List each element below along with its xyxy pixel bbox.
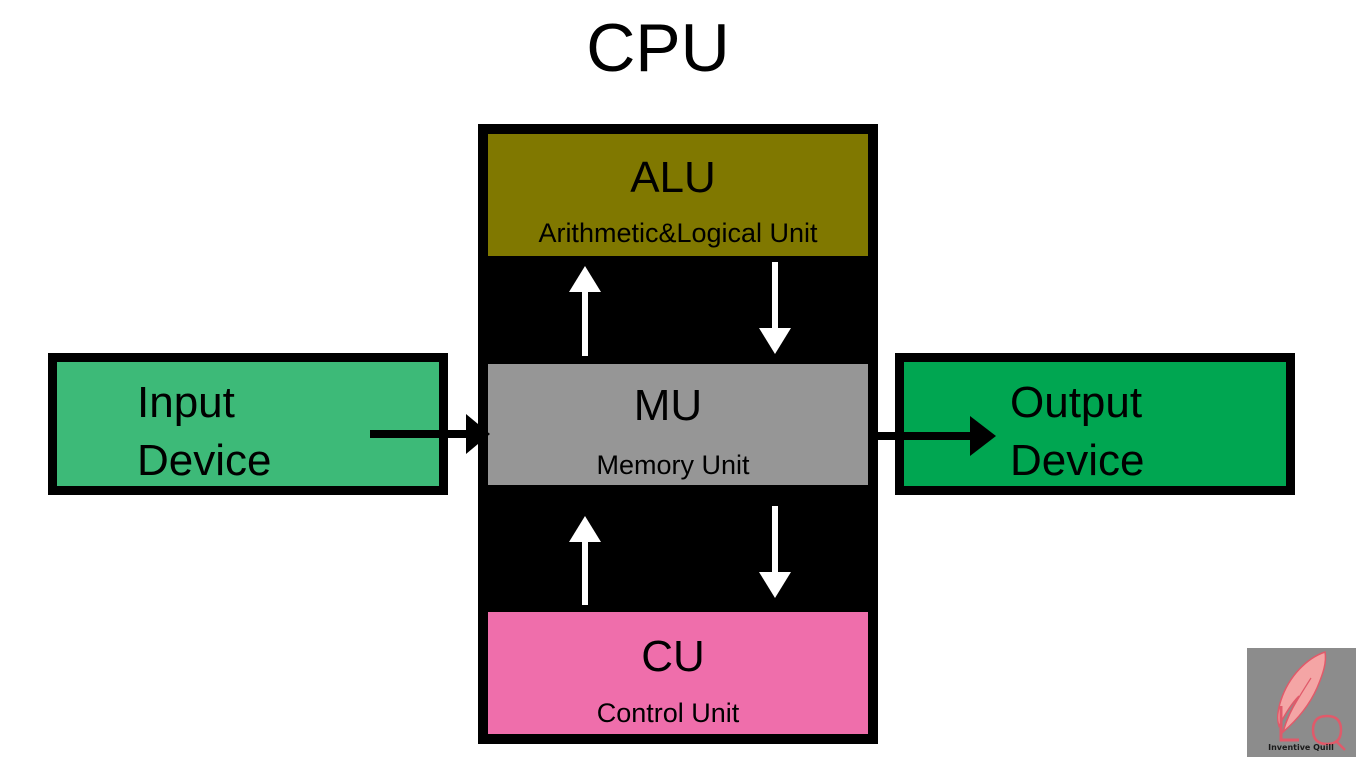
cu-full-name: Control Unit xyxy=(596,698,740,728)
quill-icon: Inventive Quill xyxy=(1268,651,1346,752)
output-device-box: Output Device xyxy=(895,353,1295,495)
output-device-line1: Output xyxy=(1010,378,1143,427)
alu-full-name: Arithmetic&Logical Unit xyxy=(538,218,818,248)
input-device-label: Input Device xyxy=(137,374,272,490)
input-device-line1: Input xyxy=(137,378,235,427)
output-device-line2: Device xyxy=(1010,436,1145,485)
inventive-quill-logo: Inventive Quill xyxy=(1247,648,1356,757)
output-device-label: Output Device xyxy=(1010,374,1145,490)
cu-box: CU Control Unit xyxy=(488,612,868,734)
mu-full-name: Memory Unit xyxy=(596,450,750,480)
svg-text:Inventive Quill: Inventive Quill xyxy=(1268,743,1334,752)
alu-box: ALU Arithmetic&Logical Unit xyxy=(488,134,868,256)
mu-box: MU Memory Unit xyxy=(488,364,868,485)
diagram-title: CPU xyxy=(586,10,730,86)
input-device-line2: Device xyxy=(137,436,272,485)
input-device-box: Input Device xyxy=(48,353,448,495)
alu-abbr: ALU xyxy=(630,153,716,202)
mu-abbr: MU xyxy=(633,381,703,430)
cu-abbr: CU xyxy=(641,632,705,681)
